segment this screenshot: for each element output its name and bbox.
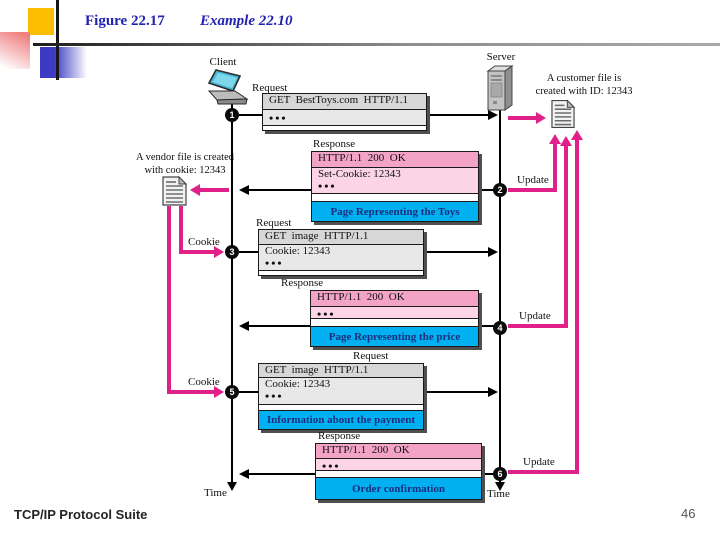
update-3-hline: [508, 470, 579, 474]
footer-title: TCP/IP Protocol Suite: [14, 507, 148, 522]
message-3-header: GET image HTTP/1.1: [259, 230, 423, 244]
message-box-3: GET image HTTP/1.1 Cookie: 12343•••: [258, 229, 424, 276]
server-timeline-arrow-icon: [495, 482, 505, 491]
message-3-body: Cookie: 12343•••: [259, 244, 423, 270]
arrow-request-1-head-icon: [488, 110, 498, 120]
message-5-banner: Information about the payment: [259, 410, 423, 429]
message-5-label: Request: [353, 350, 389, 362]
arrow-response-2-head-icon: [239, 321, 249, 331]
vendor-arrow-line: [199, 188, 229, 192]
client-label: Client: [209, 56, 237, 68]
message-6-banner: Order confirmation: [316, 477, 481, 499]
vendor-file-icon: [162, 176, 187, 206]
cookie-2-vline: [167, 206, 171, 391]
customer-note-line2: created with ID: 12343: [535, 85, 633, 97]
server-timeline: [499, 110, 501, 484]
arrow-response-1-head-icon: [239, 185, 249, 195]
update-3-arrow-head-icon: [571, 130, 583, 140]
message-2-strip: [312, 193, 478, 201]
message-box-4: HTTP/1.1 200 OK ••• Page Representing th…: [310, 290, 479, 347]
step-circle-2: 2: [493, 183, 507, 197]
step-circle-5: 5: [225, 385, 239, 399]
message-1-strip: [263, 125, 426, 130]
customer-arrow-head-icon: [536, 112, 546, 124]
message-3-label: Request: [256, 217, 292, 229]
message-1-label: Request: [252, 82, 288, 94]
customer-file-note: A customer file is created with ID: 1234…: [520, 73, 648, 98]
message-2-label: Response: [313, 138, 356, 150]
example-label: Example 22.10: [200, 13, 293, 29]
message-box-5: GET image HTTP/1.1 Cookie: 12343••• Info…: [258, 363, 424, 430]
message-6-body: •••: [316, 458, 481, 470]
message-4-header: HTTP/1.1 200 OK: [311, 291, 478, 306]
update-1-arrow-head-icon: [549, 134, 561, 144]
deco-yellow-square: [28, 8, 54, 35]
vendor-file-note: A vendor file is created with cookie: 12…: [115, 152, 255, 177]
customer-arrow-line: [508, 116, 537, 120]
update-label-1: Update: [517, 174, 549, 186]
message-box-6: HTTP/1.1 200 OK ••• Order confirmation: [315, 443, 482, 500]
message-4-banner: Page Representing the price: [311, 326, 478, 346]
arrow-request-2-head-icon: [488, 247, 498, 257]
cookie-label-1: Cookie: [188, 236, 220, 248]
client-time-label: Time: [204, 487, 227, 499]
vendor-arrow-head-icon: [190, 184, 200, 196]
message-box-2: HTTP/1.1 200 OK Set-Cookie: 12343••• Pag…: [311, 151, 479, 222]
cookie-1-vline: [179, 206, 183, 251]
cookie-1-arrow-head-icon: [214, 246, 224, 258]
message-4-body: •••: [311, 306, 478, 318]
server-icon: [486, 65, 514, 111]
cookie-2-hline: [167, 390, 216, 394]
vendor-note-line1: A vendor file is created: [136, 152, 234, 163]
client-timeline: [231, 104, 233, 482]
message-box-1: GET BestToys.com HTTP/1.1 •••: [262, 93, 427, 131]
message-2-header: HTTP/1.1 200 OK: [312, 152, 478, 167]
update-2-hline: [508, 324, 568, 328]
client-timeline-arrow-icon: [227, 482, 237, 491]
step-circle-1: 1: [225, 108, 239, 122]
message-1-header: GET BestToys.com HTTP/1.1: [263, 94, 426, 109]
update-label-3: Update: [523, 456, 555, 468]
cookie-label-2: Cookie: [188, 376, 220, 388]
message-6-header: HTTP/1.1 200 OK: [316, 444, 481, 458]
figure-label: Figure 22.17: [85, 13, 165, 29]
update-label-2: Update: [519, 310, 551, 322]
message-3-strip: [259, 270, 423, 275]
cookie-2-arrow-head-icon: [214, 386, 224, 398]
arrow-request-3-head-icon: [488, 387, 498, 397]
message-2-banner: Page Representing the Toys: [312, 201, 478, 221]
server-label: Server: [486, 51, 516, 63]
update-2-vline: [564, 145, 568, 326]
arrow-response-3-head-icon: [239, 469, 249, 479]
deco-blue-square: [40, 47, 87, 78]
step-circle-3: 3: [225, 245, 239, 259]
customer-file-icon: [551, 99, 575, 129]
message-5-header: GET image HTTP/1.1: [259, 364, 423, 377]
message-6-strip: [316, 470, 481, 477]
vendor-note-line2: with cookie: 12343: [144, 164, 226, 176]
update-3-vline: [575, 139, 579, 472]
deco-red-square: [0, 32, 30, 69]
page-number: 46: [681, 506, 696, 521]
customer-note-line1: A customer file is: [546, 73, 622, 84]
step-circle-4: 4: [493, 321, 507, 335]
server-time-label: Time: [487, 488, 510, 500]
laptop-icon: [207, 69, 249, 105]
step-circle-6: 6: [493, 467, 507, 481]
message-5-body: Cookie: 12343•••: [259, 377, 423, 404]
deco-horizontal-rule: [33, 43, 720, 46]
message-6-label: Response: [318, 430, 361, 442]
message-1-body: •••: [263, 109, 426, 125]
cookie-1-hline: [179, 250, 216, 254]
message-5-strip: [259, 404, 423, 410]
message-2-body: Set-Cookie: 12343•••: [312, 167, 478, 193]
message-4-strip: [311, 318, 478, 326]
update-2-arrow-head-icon: [560, 136, 572, 146]
update-1-hline: [508, 188, 557, 192]
message-4-label: Response: [281, 277, 324, 289]
update-1-vline: [553, 143, 557, 190]
deco-vertical-rule: [56, 0, 59, 80]
